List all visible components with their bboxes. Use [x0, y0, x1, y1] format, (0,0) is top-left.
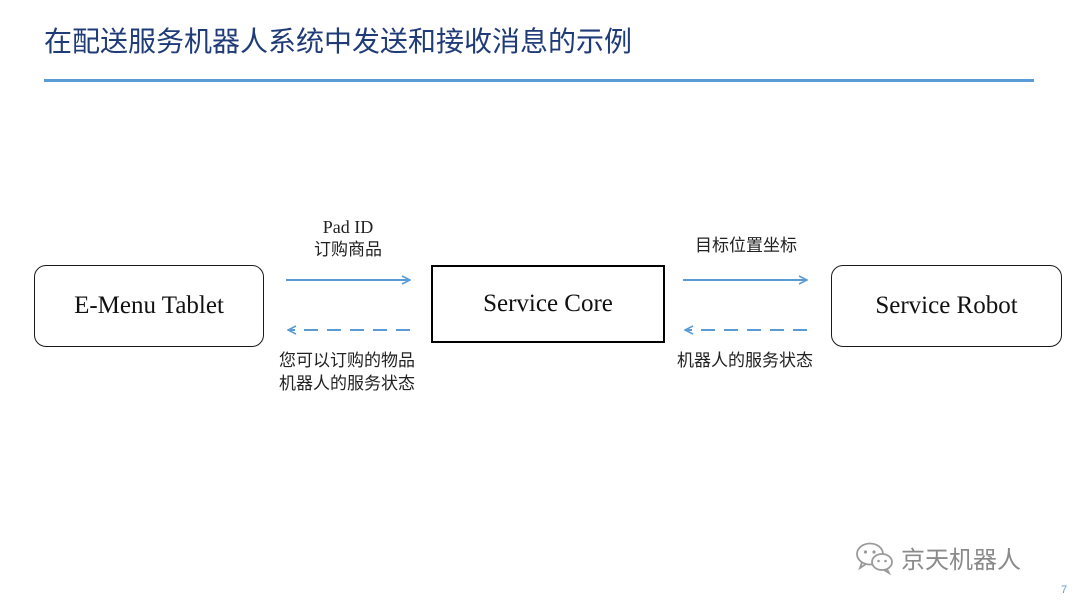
node-label-service-robot: Service Robot	[875, 292, 1018, 319]
node-label-service-core: Service Core	[483, 290, 613, 317]
node-service-robot: Service Robot	[831, 265, 1062, 347]
node-label-e-menu-tablet: E-Menu Tablet	[74, 292, 224, 319]
watermark: 京天机器人	[855, 540, 1021, 575]
page-number: 7	[1061, 584, 1068, 596]
edge-label-line: Pad ID	[322, 217, 374, 237]
node-e-menu-tablet: E-Menu Tablet	[34, 265, 264, 347]
edge-label-core-to-tablet: 您可以订购的物品 机器人的服务状态	[262, 350, 432, 396]
edge-label-core-to-robot: 目标位置坐标	[676, 235, 816, 258]
edge-label-line: 机器人的服务状态	[677, 351, 813, 371]
edge-label-line: 订购商品	[314, 240, 382, 260]
node-service-core: Service Core	[431, 265, 665, 343]
edge-label-line: 目标位置坐标	[695, 236, 797, 256]
slide-title: 在配送服务机器人系统中发送和接收消息的示例	[44, 25, 633, 58]
edge-label-robot-to-core: 机器人的服务状态	[660, 350, 830, 373]
edge-label-line: 您可以订购的物品	[279, 351, 415, 371]
wechat-icon	[856, 542, 893, 575]
edge-label-tablet-to-core: Pad ID 订购商品	[298, 216, 398, 262]
edge-label-line: 机器人的服务状态	[279, 374, 415, 394]
title-divider	[44, 79, 1034, 82]
watermark-text: 京天机器人	[901, 546, 1021, 574]
